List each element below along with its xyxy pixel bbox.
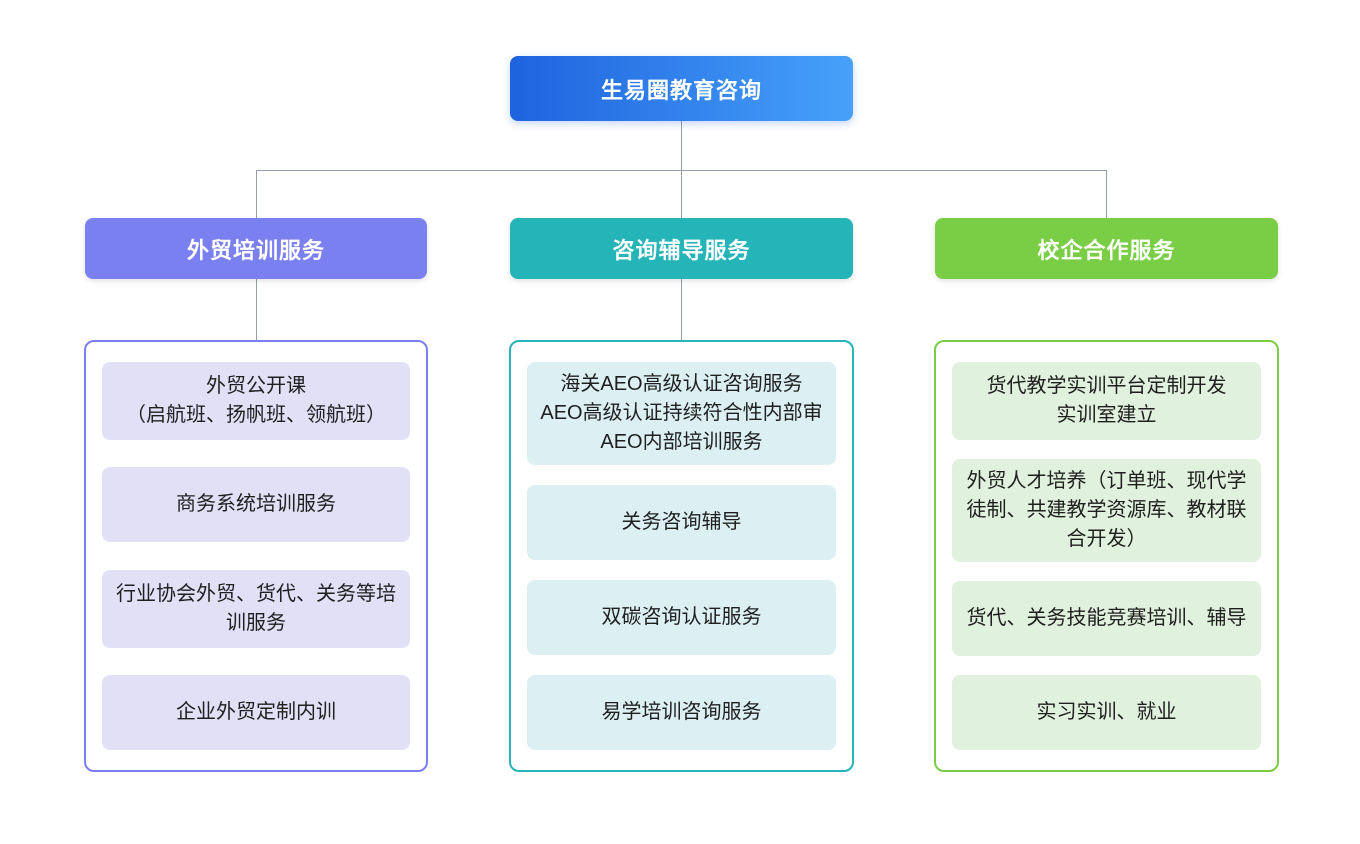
service-item-line: 实训室建立 (1056, 404, 1157, 426)
connector-center-header-to-children (681, 279, 682, 340)
service-item-line: 双碳咨询认证服务 (601, 606, 762, 628)
branch-header-label: 外贸培训服务 (186, 237, 325, 263)
service-item-line: （启航班、扬帆班、领航班） (126, 404, 386, 426)
service-item: 易学培训咨询服务 (527, 675, 836, 750)
branch-header-label: 咨询辅导服务 (612, 237, 751, 263)
service-item-line: 实习实训、就业 (1036, 701, 1177, 723)
connector-drop-left (256, 170, 257, 218)
branch-children-consulting-coaching: 海关AEO高级认证咨询服务 AEO高级认证持续符合性内部审 AEO内部培训服务 … (509, 340, 854, 772)
service-item-line: AEO内部培训服务 (600, 431, 763, 453)
service-item: 海关AEO高级认证咨询服务 AEO高级认证持续符合性内部审 AEO内部培训服务 (527, 362, 836, 465)
connector-left-header-to-children (256, 279, 257, 340)
service-item: 商务系统培训服务 (102, 467, 410, 543)
service-item: 行业协会外贸、货代、关务等培训服务 (102, 569, 410, 648)
service-item: 货代教学实训平台定制开发 实训室建立 (952, 362, 1261, 440)
root-node: 生易圈教育咨询 (510, 56, 853, 121)
service-item-line: 易学培训咨询服务 (601, 701, 762, 723)
service-item: 外贸公开课 （启航班、扬帆班、领航班） (102, 362, 410, 440)
service-item-line: 货代教学实训平台定制开发 (986, 375, 1227, 397)
branch-header-foreign-trade-training: 外贸培训服务 (85, 218, 427, 279)
service-item-line: 关务咨询辅导 (621, 511, 742, 533)
service-item: 关务咨询辅导 (527, 485, 836, 560)
service-item-line: 企业外贸定制内训 (176, 700, 336, 723)
service-item-line: 货代、关务技能竞赛培训、辅导 (966, 607, 1247, 629)
connector-drop-center (681, 170, 682, 218)
branch-header-school-enterprise: 校企合作服务 (935, 218, 1278, 279)
service-item: 货代、关务技能竞赛培训、辅导 (952, 581, 1261, 656)
connector-root-stem (681, 121, 682, 170)
branch-children-foreign-trade-training: 外贸公开课 （启航班、扬帆班、领航班） 商务系统培训服务 行业协会外贸、货代、关… (84, 340, 428, 772)
service-item-line: 行业协会外贸、货代、关务等培训服务 (116, 582, 396, 634)
branch-children-school-enterprise: 货代教学实训平台定制开发 实训室建立 外贸人才培养（订单班、现代学徒制、共建教学… (934, 340, 1279, 772)
service-item-line: 外贸公开课 (206, 375, 306, 397)
service-item: 双碳咨询认证服务 (527, 580, 836, 655)
service-item: 企业外贸定制内训 (102, 674, 410, 750)
root-label: 生易圈教育咨询 (600, 77, 762, 103)
branch-header-label: 校企合作服务 (1037, 237, 1176, 263)
service-item-line: 外贸人才培养（订单班、现代学徒制、共建教学资源库、教材联合开发） (966, 470, 1247, 550)
service-item: 实习实训、就业 (952, 675, 1261, 750)
branch-header-consulting-coaching: 咨询辅导服务 (510, 218, 853, 279)
service-item-line: 海关AEO高级认证咨询服务 (560, 373, 803, 395)
service-item-line: 商务系统培训服务 (176, 493, 336, 516)
service-item-line: AEO高级认证持续符合性内部审 (540, 402, 823, 424)
connector-drop-right (1106, 170, 1107, 218)
service-item: 外贸人才培养（订单班、现代学徒制、共建教学资源库、教材联合开发） (952, 459, 1261, 562)
